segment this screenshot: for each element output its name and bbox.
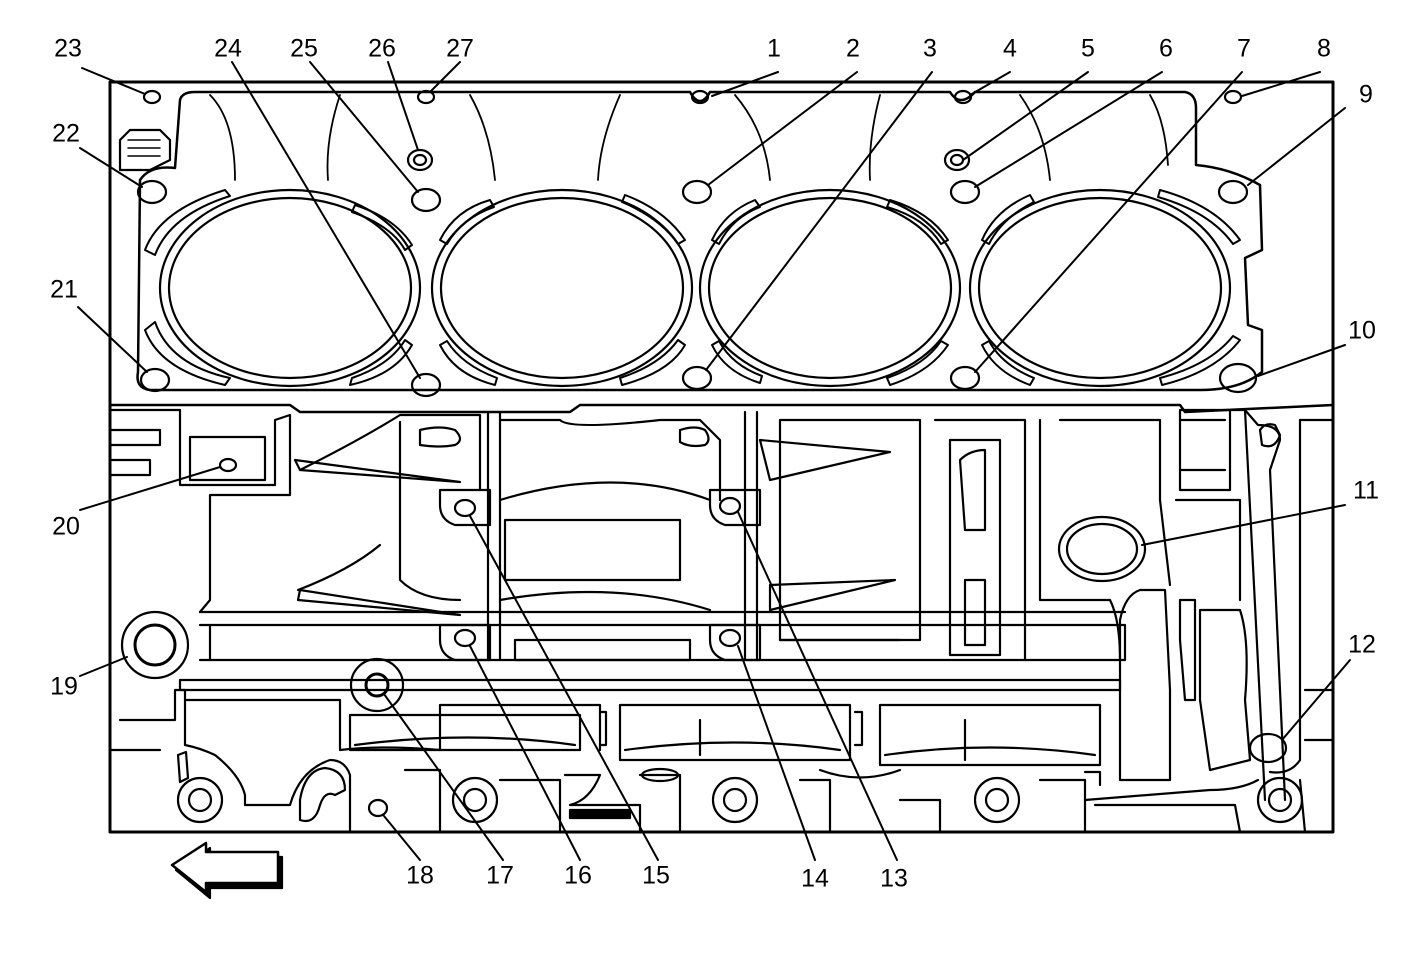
callout-label: 14 bbox=[801, 865, 829, 893]
arrow-left-icon bbox=[170, 841, 284, 900]
callout-label: 7 bbox=[1237, 35, 1251, 63]
gasket-outline bbox=[136, 90, 1264, 392]
callout-label: 24 bbox=[214, 35, 242, 63]
callout-label: 16 bbox=[564, 862, 592, 890]
callout-label: 1 bbox=[767, 35, 781, 63]
leader-lines bbox=[77, 61, 1351, 861]
callout-label: 3 bbox=[923, 35, 937, 63]
block-holes bbox=[120, 496, 1288, 818]
top-jacket-curves bbox=[209, 94, 1169, 181]
callout-label: 5 bbox=[1081, 35, 1095, 63]
callout-label: 12 bbox=[1348, 631, 1376, 659]
callout-label: 15 bbox=[642, 862, 670, 890]
callout-label: 25 bbox=[290, 35, 318, 63]
callout-label: 17 bbox=[486, 862, 514, 890]
callout-label: 19 bbox=[50, 673, 78, 701]
callout-label: 13 bbox=[880, 865, 908, 893]
callout-label: 22 bbox=[52, 120, 80, 148]
callout-label: 6 bbox=[1159, 35, 1173, 63]
callout-label: 2 bbox=[846, 35, 860, 63]
callout-label: 10 bbox=[1348, 317, 1376, 345]
crankcase-structure bbox=[108, 408, 1335, 834]
corner-tab bbox=[118, 128, 172, 172]
callout-label: 4 bbox=[1003, 35, 1017, 63]
deck-line bbox=[108, 403, 1335, 414]
callout-label: 20 bbox=[52, 513, 80, 541]
coolant-slots bbox=[144, 189, 1241, 386]
callout-label: 11 bbox=[1353, 477, 1379, 505]
callout-label: 27 bbox=[446, 35, 474, 63]
callout-label: 23 bbox=[54, 35, 82, 63]
cylinder-bores bbox=[158, 188, 1232, 388]
callout-labels: 1 2 3 4 5 6 7 8 9 10 11 12 13 14 15 16 1… bbox=[50, 35, 1379, 893]
callout-label: 8 bbox=[1317, 35, 1331, 63]
callout-label: 9 bbox=[1359, 81, 1373, 109]
callout-label: 21 bbox=[50, 276, 78, 304]
callout-label: 18 bbox=[406, 862, 434, 890]
block-outline bbox=[108, 80, 1335, 834]
callout-label: 26 bbox=[368, 35, 396, 63]
gasket-bolt-holes bbox=[136, 89, 1258, 398]
